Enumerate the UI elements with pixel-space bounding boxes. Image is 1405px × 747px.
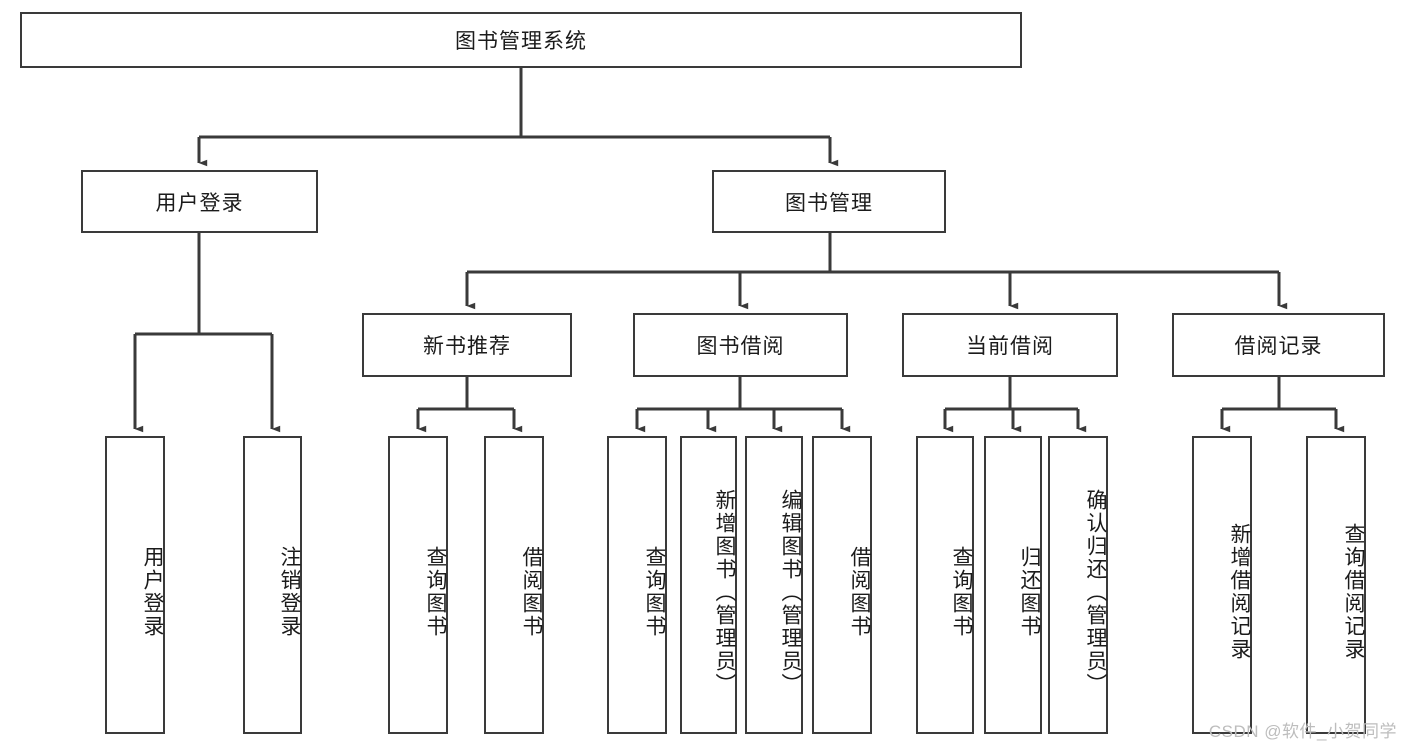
node-label: 借阅记录 — [1234, 335, 1323, 358]
leaf-add-book[interactable]: 新增图书（管理员） — [680, 436, 737, 734]
leaf-query-book-2[interactable]: 查询图书 — [607, 436, 667, 734]
node-label: 确认归还（管理员） — [1084, 488, 1107, 696]
node-root-system[interactable]: 图书管理系统 — [20, 12, 1022, 68]
node-new-book-recommend[interactable]: 新书推荐 — [362, 313, 572, 377]
node-label: 图书管理系统 — [455, 30, 587, 53]
leaf-confirm-return[interactable]: 确认归还（管理员） — [1048, 436, 1108, 734]
node-label: 图书管理 — [785, 191, 873, 215]
watermark-text: CSDN @软件_小贺同学 — [1208, 722, 1397, 741]
leaf-borrow-book-2[interactable]: 借阅图书 — [812, 436, 872, 734]
leaf-query-book-1[interactable]: 查询图书 — [388, 436, 448, 734]
leaf-add-record[interactable]: 新增借阅记录 — [1192, 436, 1252, 734]
leaf-borrow-book-1[interactable]: 借阅图书 — [484, 436, 544, 734]
leaf-user-logout[interactable]: 注销登录 — [243, 436, 302, 734]
node-borrow-record[interactable]: 借阅记录 — [1172, 313, 1385, 377]
leaf-query-record[interactable]: 查询借阅记录 — [1306, 436, 1366, 734]
node-book-manage[interactable]: 图书管理 — [712, 170, 946, 233]
node-label: 图书借阅 — [696, 335, 785, 358]
node-label: 编辑图书（管理员） — [779, 488, 802, 696]
node-label: 查询图书 — [950, 546, 973, 638]
node-label: 查询图书 — [643, 546, 666, 638]
leaf-edit-book[interactable]: 编辑图书（管理员） — [745, 436, 803, 734]
leaf-query-book-3[interactable]: 查询图书 — [916, 436, 974, 734]
node-user-login[interactable]: 用户登录 — [81, 170, 318, 233]
node-label: 归还图书 — [1018, 546, 1041, 638]
node-current-borrow[interactable]: 当前借阅 — [902, 313, 1118, 377]
node-label: 借阅图书 — [520, 546, 543, 638]
leaf-user-login[interactable]: 用户登录 — [105, 436, 165, 734]
node-label: 查询借阅记录 — [1342, 523, 1365, 661]
node-label: 新增图书（管理员） — [713, 488, 736, 696]
node-label: 注销登录 — [278, 546, 301, 638]
node-label: 新增借阅记录 — [1228, 523, 1251, 661]
node-label: 借阅图书 — [848, 546, 871, 638]
node-label: 当前借阅 — [966, 335, 1054, 358]
node-label: 新书推荐 — [423, 335, 511, 358]
node-book-borrow[interactable]: 图书借阅 — [633, 313, 848, 377]
leaf-return-book[interactable]: 归还图书 — [984, 436, 1042, 734]
node-label: 查询图书 — [424, 546, 447, 638]
node-label: 用户登录 — [155, 191, 244, 215]
node-label: 用户登录 — [141, 546, 164, 638]
